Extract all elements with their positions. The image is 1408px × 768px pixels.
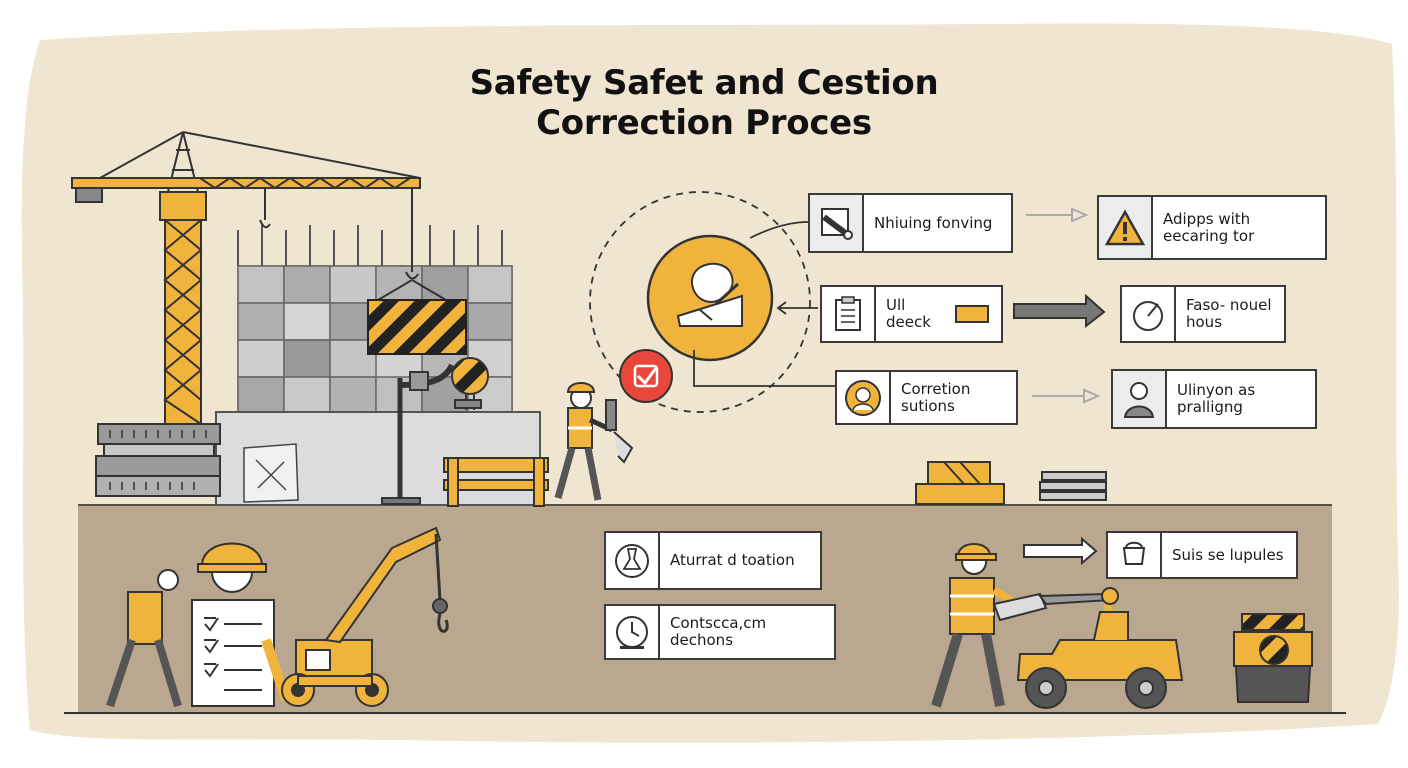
worker-with-hammer: [554, 382, 634, 501]
rebar-poles: [237, 225, 503, 266]
bucket-icon: [1108, 533, 1162, 577]
step-card-ull-deeck: Ull deeck: [820, 285, 1003, 343]
check-badge: [619, 349, 673, 403]
step-card-adipps: Adipps with eecaring tor: [1097, 195, 1327, 260]
pencil-tool-icon: [810, 195, 864, 251]
warning-triangle-icon: [1099, 197, 1153, 258]
process-cycle-dashed: [589, 191, 811, 413]
bench-barrier: [443, 457, 549, 507]
stacked-slabs: [95, 423, 221, 497]
hazard-panel: [367, 299, 467, 355]
arrow-dark: [1013, 293, 1106, 329]
tower-crane: [71, 131, 447, 425]
step-card-label: Adipps with eecaring tor: [1163, 209, 1255, 245]
step-card-faso-nouel: Faso- nouel hous: [1120, 285, 1286, 343]
step-card-label: Contscca,cm dechons: [670, 614, 767, 649]
inspector-head-icon: [676, 263, 743, 327]
hazard-post: [381, 357, 489, 505]
step-card-label: Nhiuing fonving: [874, 213, 993, 232]
step-card-label: Corretion sutions: [901, 379, 971, 415]
worker-badge-icon: [837, 372, 891, 423]
flask-icon: [606, 533, 660, 588]
step-card-label: Aturrat d toation: [670, 551, 795, 569]
worker-with-checklist: [106, 542, 291, 708]
gauge-icon: [1122, 287, 1176, 341]
step-card-aturrat: Aturrat d toation: [604, 531, 822, 590]
step-card-nhiuing-fonving: Nhiuing fonving: [808, 193, 1013, 253]
clipboard-icon: [822, 287, 876, 341]
step-card-label: Ull deeck: [886, 296, 931, 331]
utility-cart: [1016, 587, 1184, 709]
crates-stack: [915, 461, 1005, 505]
title-line-1: Safety Safet and Cestion: [469, 62, 939, 103]
step-card-label: Suis se lupules: [1172, 545, 1284, 564]
connectors: [693, 221, 835, 387]
step-card-label: Faso- nouel hous: [1186, 296, 1272, 331]
worker-avatar-icon: [1113, 371, 1167, 427]
arrows-gray: [1026, 207, 1101, 404]
title-line-2: Correction Proces: [536, 102, 872, 143]
step-card-contscca: Contscca,cm dechons: [604, 604, 836, 660]
step-card-suis-se-lupules: Suis se lupules: [1106, 531, 1298, 579]
hazard-barrel: [1232, 613, 1314, 703]
plastic-bag: [243, 443, 299, 503]
step-card-ulinyon: Ulinyon as pralligng: [1111, 369, 1317, 429]
step-card-corretion-sutions: Corretion sutions: [835, 370, 1018, 425]
page-title: Safety Safet and Cestion Correction Proc…: [354, 63, 1054, 143]
step-card-label: Ulinyon as pralligng: [1177, 381, 1256, 416]
clock-icon: [606, 606, 660, 658]
metal-sheets: [1039, 471, 1107, 501]
arrow-dark-lower: [1023, 536, 1098, 566]
excavator: [281, 526, 449, 707]
status-chip: [954, 305, 989, 323]
worker-with-tablet: [931, 543, 1048, 708]
